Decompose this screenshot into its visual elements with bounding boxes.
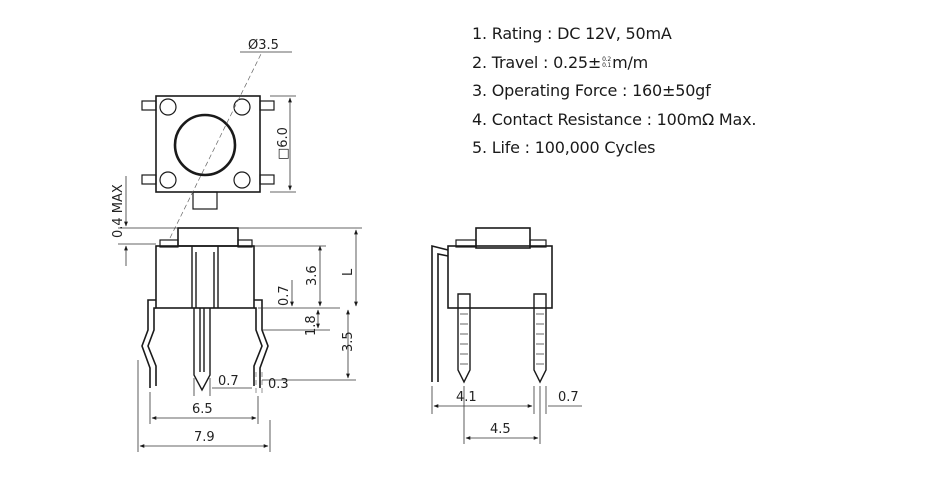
dim-body-square: □6.0 [276,127,291,160]
dim-side-pitch: 4.5 [490,422,511,437]
spec-life: 5. Life : 100,000 Cycles [472,138,656,157]
dim-side-width: 4.1 [456,390,477,405]
dim-lead-0-7: 0.7 [277,285,292,306]
tol-lower: 0.1 [602,62,612,69]
side-view: 4.1 0.7 4.5 [431,227,582,444]
dim-diameter: Ø3.5 [248,38,279,53]
dim-height-3-6: 3.6 [305,265,320,286]
tol-upper: 0.2 [602,56,612,63]
dim-overall: 7.9 [194,430,215,445]
spec-travel-prefix: 2. Travel : 0.25± [472,52,602,72]
dim-lead-3-5: 3.5 [341,331,356,352]
dim-max-height: 0.4 MAX [111,184,126,238]
dim-pin-thickness: 0.3 [268,377,289,392]
spec-list: 1. Rating : DC 12V, 50mA 2. Travel : 0.2… [472,20,756,163]
spec-force: 3. Operating Force : 160±50gf [472,81,711,100]
spec-rating: 1. Rating : DC 12V, 50mA [472,24,672,43]
top-view: Ø3.5 □6.0 [141,38,296,239]
dim-lead-1-8: 1.8 [304,315,319,336]
dim-pin-width: 0.7 [218,374,239,389]
dim-pitch: 6.5 [192,402,213,417]
spec-travel-suffix: m/m [612,52,649,72]
front-view: 0.4 MAX L 3.6 0.7 1.8 3.5 0.7 0.3 6.5 [111,176,362,452]
spec-resistance: 4. Contact Resistance : 100mΩ Max. [472,109,757,129]
dim-side-pin: 0.7 [558,390,579,405]
dim-height-l: L [341,268,356,276]
